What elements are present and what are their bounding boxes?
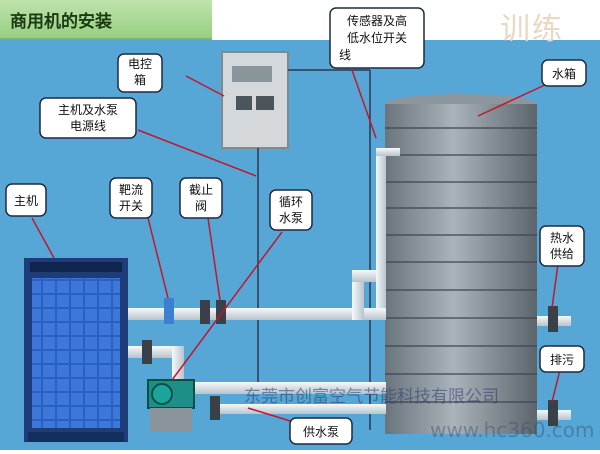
control-box-switch [256, 96, 274, 110]
callout-stop-valve-line1: 截止 [189, 183, 213, 197]
leader-lines [31, 69, 561, 425]
pipe-sensor-riser [376, 148, 386, 308]
callout-host-line1: 主机 [14, 194, 38, 208]
url-watermark: www.hc360.com [430, 418, 595, 442]
callout-drain: 排污 [539, 345, 585, 373]
throttle-switch-icon [164, 298, 174, 324]
water-tank [385, 94, 537, 434]
callout-hot-water: 热水 供给 [539, 225, 585, 267]
callout-supply-pump: 供水泵 [289, 417, 353, 445]
callout-power-line-line1: 主机及水泵 [58, 103, 118, 117]
pipe-main-lower [150, 382, 386, 394]
leader-host [31, 217, 55, 259]
callout-sensor-line1: 传感器及高 [347, 13, 407, 28]
title-bar: 商用机的安装 [0, 0, 212, 40]
pipe-return-drop [172, 346, 184, 382]
callout-power-line: 主机及水泵 电源线 [39, 97, 137, 139]
tank-body [385, 104, 537, 434]
callout-throttle: 靶流 开关 [109, 177, 153, 219]
pump-motor-icon [151, 383, 173, 405]
hot-water-valve-icon [548, 306, 558, 332]
tank-bands [385, 127, 537, 403]
valves [142, 298, 558, 426]
pipe-supply-lower [210, 404, 386, 414]
supply-valve-icon [210, 396, 220, 420]
pipe-main-upper [128, 308, 386, 320]
host-unit-panel [32, 278, 120, 428]
callout-sensor: 传感器及高 低水位开关 线 [329, 7, 425, 69]
leader-tank [477, 83, 548, 117]
callout-tank-line1: 水箱 [552, 66, 576, 81]
stop-valve-icon-1 [200, 300, 210, 324]
callout-circ-pump-line2: 水泵 [279, 211, 303, 225]
callout-circ-pump-line1: 循环 [279, 195, 303, 209]
control-box-meter [236, 96, 252, 110]
callout-sensor-line3: 线 [339, 48, 351, 62]
leader-sensor [351, 69, 377, 139]
callout-host: 主机 [5, 183, 47, 217]
callout-throttle-line1: 靶流 [119, 183, 143, 197]
leader-stop-valve [207, 217, 221, 301]
page-title: 商用机的安装 [10, 12, 112, 32]
drain-valve-icon [548, 400, 558, 426]
callout-control-box-line2: 箱 [134, 72, 146, 87]
stop-valve-icon-2 [216, 300, 226, 324]
pipe-sensor-top [376, 148, 400, 156]
callout-tank: 水箱 [541, 59, 587, 87]
control-box [221, 51, 289, 149]
callout-hot-water-line1: 热水 [550, 231, 574, 245]
company-watermark: 东莞市创富空气节能科技有限公司 [244, 387, 499, 407]
callout-stop-valve-line2: 阀 [195, 199, 207, 213]
leader-drain [551, 369, 561, 403]
host-unit-top [30, 262, 122, 272]
leader-power-line [137, 129, 257, 177]
leader-throttle [147, 217, 169, 299]
callout-throttle-line2: 开关 [119, 199, 143, 213]
host-unit [24, 258, 128, 442]
host-unit-base [28, 432, 124, 442]
leader-control-box [185, 75, 225, 97]
callouts: 电控 箱 主机及水泵 电源线 传感器及高 低水位开关 线 水箱 主机 [5, 7, 587, 445]
callout-supply-pump-line1: 供水泵 [303, 425, 339, 439]
pump-base [150, 408, 192, 432]
callout-stop-valve: 截止 阀 [179, 177, 223, 219]
callout-hot-water-line2: 供给 [550, 247, 574, 261]
callout-control-box: 电控 箱 [117, 53, 163, 93]
callout-drain-line1: 排污 [550, 353, 574, 367]
callout-circ-pump: 循环 水泵 [269, 189, 313, 231]
control-box-panel [232, 66, 272, 82]
circulation-pump [147, 379, 195, 432]
leader-circ-pump [171, 231, 283, 381]
return-valve-icon [142, 340, 152, 364]
decorative-logo-text: 训练 [500, 12, 564, 47]
pipe-upper-riser [352, 270, 364, 320]
leader-hot-water [551, 263, 559, 309]
callout-control-box-line1: 电控 [128, 57, 152, 71]
callout-power-line-line2: 电源线 [70, 119, 106, 133]
callout-sensor-line2: 低水位开关 [347, 30, 407, 45]
